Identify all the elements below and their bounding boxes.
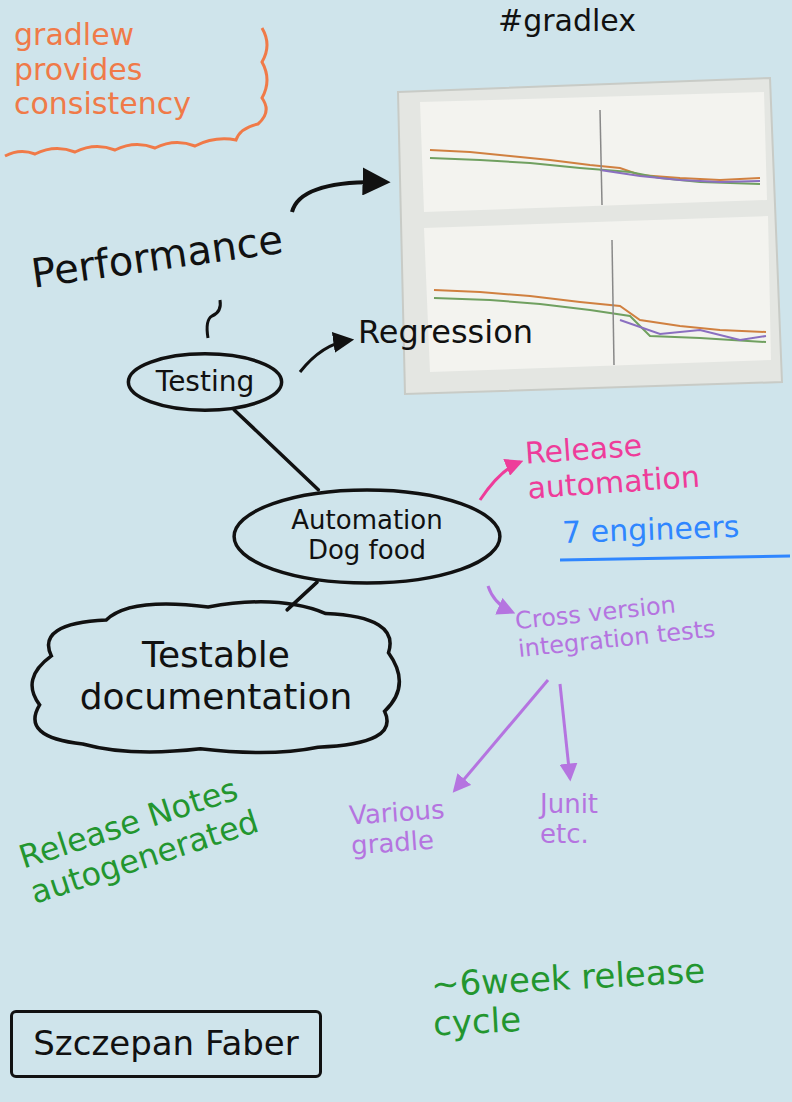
topic-label: Regression [358, 314, 578, 351]
note-text: Various gradle [348, 790, 512, 861]
leader-arrow [488, 586, 512, 612]
documentation-cloud: Testable documentation [20, 594, 412, 757]
note-text: Release automation [524, 419, 778, 505]
node-text: Automation Dog food [277, 506, 457, 566]
connector [234, 410, 318, 490]
note-text: Junit etc. [540, 790, 640, 850]
note-text: gradlew provides consistency [14, 18, 259, 122]
speaker-box: Szczepan Faber [10, 1010, 322, 1078]
testing-circle: Testing [126, 352, 284, 412]
node-content: Automation Dog food [277, 506, 457, 566]
automation-ellipse: Automation Dog food [230, 487, 504, 586]
hashtag: #gradlex [498, 4, 698, 39]
underline [560, 556, 790, 560]
node-content: Szczepan Faber [33, 1024, 298, 1063]
node-text: Szczepan Faber [33, 1024, 298, 1063]
topic-label: Performance [28, 209, 331, 296]
brace [207, 300, 220, 338]
node-content: Testable documentation [66, 634, 366, 717]
note-text: Cross version integration tests [514, 580, 790, 663]
leader-arrow [560, 684, 570, 778]
note-text: 7 engineers [561, 508, 787, 550]
leader-arrow [455, 680, 548, 790]
node-text: Testable documentation [66, 634, 366, 717]
node-text: Testing [156, 366, 254, 398]
leader-arrow [480, 462, 520, 500]
node-content: Testing [156, 366, 254, 398]
leader-arrow [292, 182, 385, 212]
leader-arrow [300, 340, 350, 372]
note-text: Release Notes autogenerated [14, 742, 341, 911]
note-text: ~6week release cycle [430, 950, 724, 1043]
